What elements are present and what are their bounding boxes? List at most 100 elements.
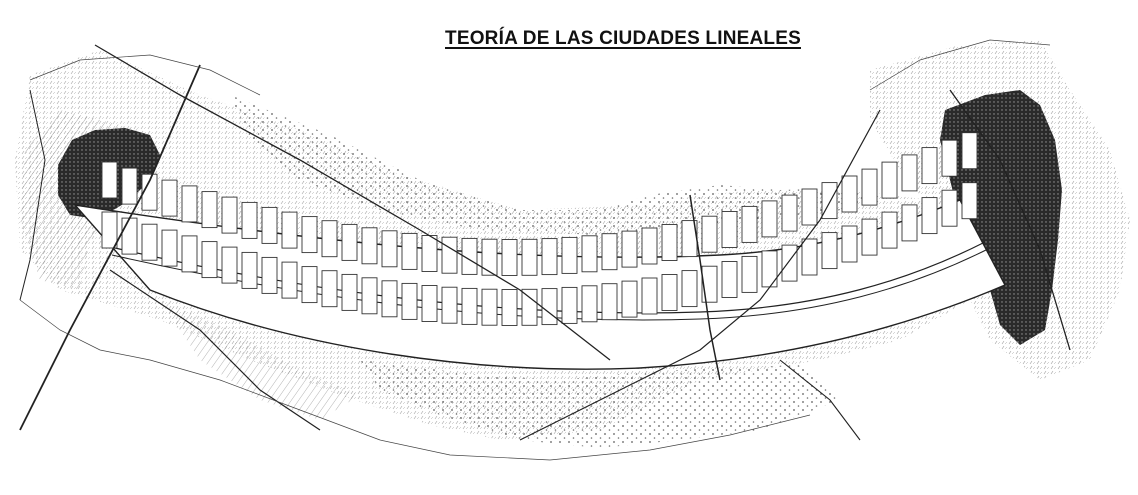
city-block <box>741 255 758 293</box>
city-block <box>461 287 478 325</box>
city-block <box>561 236 578 274</box>
city-block <box>621 230 638 268</box>
city-block <box>161 179 178 217</box>
city-block <box>941 189 958 227</box>
roads <box>19 44 1071 441</box>
city-block <box>721 211 738 248</box>
city-block <box>541 288 558 326</box>
city-block <box>641 277 658 315</box>
city-block <box>141 223 158 261</box>
city-block <box>421 285 438 322</box>
city-block <box>441 286 458 324</box>
city-block <box>701 265 718 303</box>
city-block <box>221 196 238 234</box>
city-block <box>521 288 538 326</box>
city-block <box>741 205 758 243</box>
city-block <box>901 154 918 192</box>
city-block <box>661 224 678 261</box>
dotted-field-north <box>230 95 880 235</box>
city-block <box>881 211 898 249</box>
city-block <box>401 232 418 270</box>
city-block <box>201 241 218 279</box>
city-block <box>261 256 278 294</box>
city-block <box>481 238 498 276</box>
city-block <box>501 289 518 326</box>
city-block <box>401 282 418 320</box>
city-block <box>861 218 878 256</box>
city-block <box>241 251 258 289</box>
city-block <box>701 215 718 253</box>
city-block <box>841 175 858 213</box>
hatched-field-south <box>160 300 360 420</box>
city-block <box>921 197 938 235</box>
city-block <box>381 230 398 268</box>
city-block <box>601 283 618 321</box>
city-block <box>801 238 818 276</box>
city-block <box>101 211 118 249</box>
city-block <box>301 216 318 254</box>
city-block <box>361 277 378 315</box>
city-block <box>261 206 278 244</box>
road-southwest <box>109 269 321 431</box>
city-block <box>721 261 738 298</box>
city-block <box>581 285 598 323</box>
city-block <box>321 220 338 258</box>
city-block <box>641 227 658 265</box>
city-block <box>781 194 798 232</box>
city-block <box>321 270 338 308</box>
city-block <box>341 273 358 311</box>
city-block <box>481 288 498 326</box>
dotted-field-south <box>360 360 840 448</box>
figure-title: TEORÍA DE LAS CIUDADES LINEALES <box>445 28 801 49</box>
city-blocks <box>101 132 978 326</box>
city-block <box>961 182 978 220</box>
city-block <box>521 238 538 276</box>
city-block <box>161 229 178 267</box>
city-block <box>581 235 598 273</box>
city-block <box>921 147 938 185</box>
linear-city-band <box>73 132 1006 370</box>
city-block <box>301 266 318 304</box>
city-block <box>201 191 218 229</box>
city-block <box>281 211 298 249</box>
city-block <box>121 167 138 205</box>
city-block <box>781 244 798 282</box>
city-block <box>561 286 578 324</box>
city-block <box>761 250 778 288</box>
road-diagonal-west <box>19 64 201 431</box>
road-diagonal-east <box>519 109 881 441</box>
city-block <box>841 225 858 263</box>
city-block <box>821 232 838 270</box>
city-block <box>681 270 698 308</box>
road-far-west <box>19 89 46 301</box>
city-block <box>901 204 918 242</box>
city-block <box>621 280 638 318</box>
sketch-edges <box>19 39 1051 461</box>
central-avenue-edge <box>111 248 989 321</box>
city-block <box>461 237 478 275</box>
road-northwest <box>94 44 611 361</box>
city-block <box>221 246 238 284</box>
city-block <box>541 238 558 276</box>
city-block <box>441 236 458 274</box>
city-block <box>281 261 298 299</box>
road-east-north <box>949 89 1071 351</box>
city-block <box>241 201 258 239</box>
city-block <box>361 227 378 265</box>
city-block <box>661 274 678 311</box>
city-block <box>421 235 438 272</box>
city-block <box>121 217 138 255</box>
city-block <box>941 139 958 177</box>
city-block <box>761 200 778 238</box>
city-block <box>601 233 618 271</box>
city-block <box>501 239 518 276</box>
road-south <box>779 359 861 441</box>
city-block <box>861 168 878 206</box>
city-block <box>881 161 898 199</box>
city-block <box>181 185 198 223</box>
city-block <box>101 161 118 199</box>
city-block <box>181 235 198 273</box>
city-block <box>801 188 818 226</box>
road-central-vertical <box>689 194 721 381</box>
